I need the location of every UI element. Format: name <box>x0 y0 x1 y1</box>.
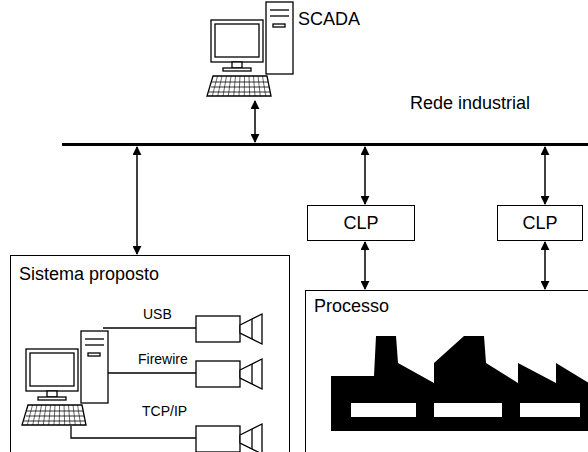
block-box: Processo <box>305 290 588 452</box>
link-arrow <box>254 101 256 142</box>
node-text: CLP <box>308 206 414 240</box>
link-arrow <box>136 147 138 254</box>
block-box: Sistema propostoUSB FirewireTCP/IP <box>10 255 290 452</box>
interface-label: TCP/IP <box>141 403 188 419</box>
link-arrow <box>364 242 366 289</box>
node-text: Sistema proposto <box>19 263 159 285</box>
node-text: Rede industrial <box>410 92 530 114</box>
network-bus: Rede industrial <box>62 92 588 146</box>
computer-node: SCADA <box>205 0 355 100</box>
block-box: CLP <box>307 205 415 241</box>
node-text: SCADA <box>298 8 360 30</box>
block-box: CLP <box>497 205 583 241</box>
link-arrow <box>544 147 546 204</box>
node-text: CLP <box>498 206 582 240</box>
interface-label: USB <box>142 306 173 322</box>
interface-label: Firewire <box>137 351 189 367</box>
link-arrow <box>544 242 546 289</box>
node-text: Processo <box>314 295 389 317</box>
link-arrow <box>364 147 366 204</box>
